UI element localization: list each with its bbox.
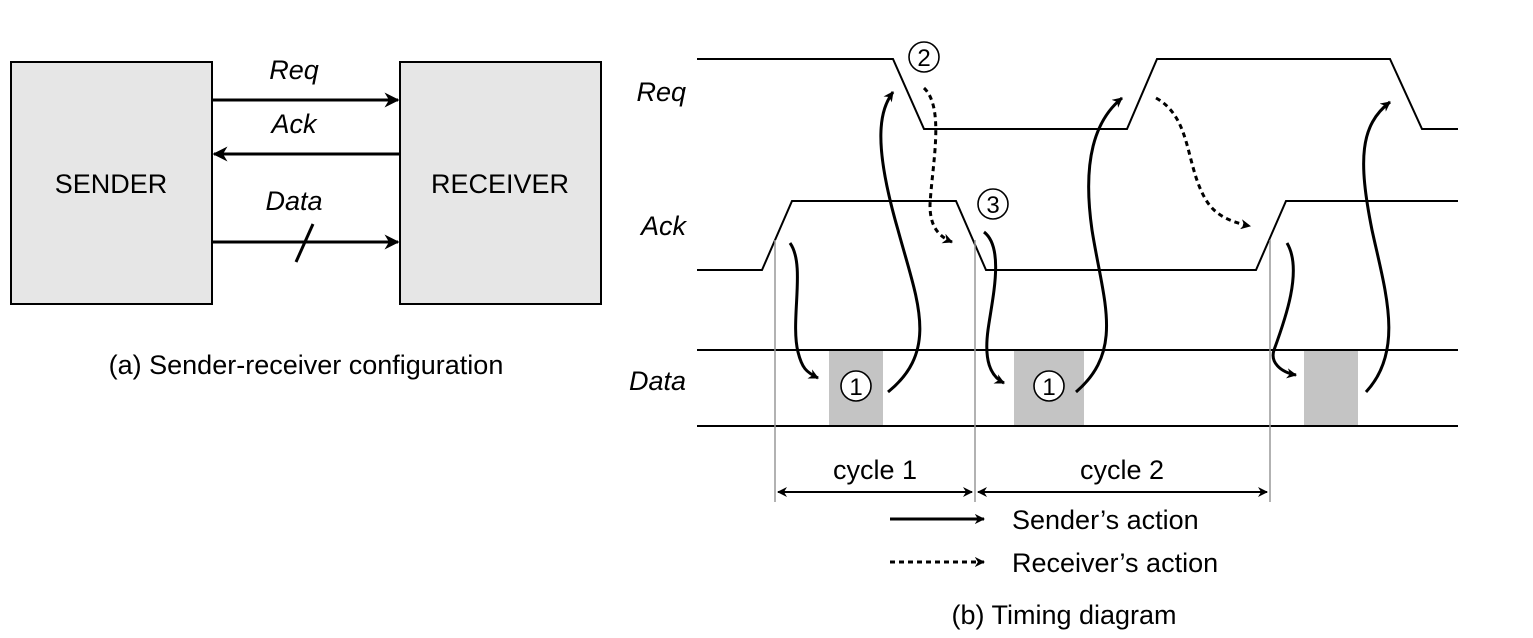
req-signal-label: Req — [636, 77, 686, 107]
svg-text:3: 3 — [986, 192, 999, 219]
cycle-1-label: cycle 1 — [833, 455, 917, 485]
sender-arrow-data-to-req-1 — [879, 91, 922, 394]
sender-arrow-ack-to-data-1 — [788, 242, 819, 380]
receiver-arrow-req-to-ack-1 — [922, 86, 953, 244]
step-marker-2: 2 — [908, 41, 940, 73]
timing-caption: (b) Timing diagram — [951, 600, 1176, 630]
step-marker-1b: 1 — [1033, 370, 1065, 402]
receiver-label: RECEIVER — [431, 169, 569, 199]
step-marker-3: 3 — [977, 188, 1009, 220]
ack-wire-label: Ack — [269, 109, 318, 139]
legend-receiver-label: Receiver’s action — [1012, 548, 1218, 578]
svg-text:2: 2 — [917, 45, 930, 72]
receiver-arrow-req-to-ack-2 — [1155, 96, 1252, 230]
sender-block — [10, 61, 213, 305]
req-waveform — [697, 58, 1458, 130]
sender-receiver-config: SENDER RECEIVER Req Ack Data (a) Sender-… — [10, 55, 602, 380]
ack-waveform — [697, 200, 1458, 271]
sender-arrow-data-to-req-3 — [1362, 100, 1391, 394]
data-valid-block-3 — [1304, 350, 1358, 426]
legend: Sender’s action Receiver’s action — [890, 505, 1218, 578]
legend-sender-label: Sender’s action — [1012, 505, 1199, 535]
config-caption: (a) Sender-receiver configuration — [109, 350, 504, 380]
sender-arrow-data-to-req-2 — [1075, 96, 1123, 394]
sender-label: SENDER — [55, 169, 168, 199]
svg-text:1: 1 — [1042, 374, 1055, 401]
step-marker-1a: 1 — [840, 370, 872, 402]
data-bus-label: Data — [265, 186, 322, 216]
data-signal-label: Data — [629, 366, 686, 396]
timing-diagram: Req Ack Data 2 3 — [629, 41, 1458, 630]
svg-text:1: 1 — [849, 374, 862, 401]
sender-arrow-ack-to-data-2 — [982, 230, 1005, 385]
receiver-block — [399, 61, 602, 305]
cycle-2-label: cycle 2 — [1080, 455, 1164, 485]
sender-arrow-ack-to-data-3 — [1271, 242, 1298, 379]
req-wire-label: Req — [269, 55, 319, 85]
ack-signal-label: Ack — [639, 211, 688, 241]
bus-width-slash — [294, 223, 315, 263]
